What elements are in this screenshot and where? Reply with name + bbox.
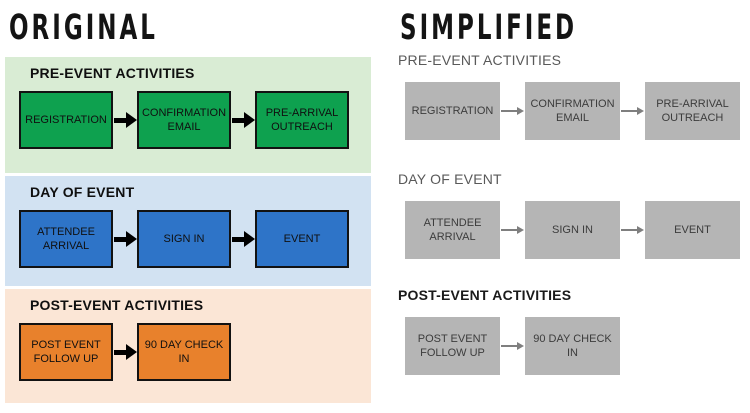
simplified-column: SIMPLIFIED PRE-EVENT ACTIVITIES REGISTRA… [390, 0, 742, 375]
arrow-right-icon [620, 201, 645, 259]
flow-node-registration: REGISTRATION [405, 82, 500, 140]
arrow-head [517, 342, 524, 350]
original-day-of-event-row: ATTENDEE ARRIVAL SIGN IN EVENT [19, 210, 371, 268]
arrow-shaft [113, 117, 126, 123]
arrow-right-icon [113, 91, 137, 149]
flow-node-90-day-check-in: 90 DAY CHECK IN [137, 323, 231, 381]
arrow-right-icon [500, 201, 525, 259]
arrow-head [243, 112, 255, 128]
arrow-right-icon [113, 323, 137, 381]
arrow-head [637, 226, 644, 234]
flow-node-sign-in: SIGN IN [525, 201, 620, 259]
original-pre-event-header: PRE-EVENT ACTIVITIES [30, 65, 195, 81]
flow-node-post-event-follow-up: POST EVENT FOLLOW UP [405, 317, 500, 375]
arrow-head [125, 231, 137, 247]
flow-node-sign-in: SIGN IN [137, 210, 231, 268]
arrow-right-icon [113, 210, 137, 268]
flow-node-confirmation-email: CONFIRMATION EMAIL [137, 91, 231, 149]
arrow-right-icon [620, 82, 645, 140]
flow-node-pre-arrival-outreach: PRE-ARRIVAL OUTREACH [255, 91, 349, 149]
flow-node-confirmation-email: CONFIRMATION EMAIL [525, 82, 620, 140]
arrow-head [125, 344, 137, 360]
flow-node-90-day-check-in: 90 DAY CHECK IN [525, 317, 620, 375]
arrow-head [517, 107, 524, 115]
original-section-post-event: POST-EVENT ACTIVITIES POST EVENT FOLLOW … [5, 289, 371, 403]
arrow-right-icon [500, 82, 525, 140]
original-pre-event-row: REGISTRATION CONFIRMATION EMAIL PRE-ARRI… [19, 91, 371, 149]
arrow-head [125, 112, 137, 128]
arrow-shaft [501, 110, 517, 112]
original-post-event-header: POST-EVENT ACTIVITIES [30, 297, 204, 313]
original-column: ORIGINAL PRE-EVENT ACTIVITIES REGISTRATI… [5, 0, 371, 403]
arrow-shaft [113, 236, 126, 242]
simplified-pre-event-header: PRE-EVENT ACTIVITIES [398, 52, 562, 68]
flow-node-post-event-follow-up: POST EVENT FOLLOW UP [19, 323, 113, 381]
original-post-event-row: POST EVENT FOLLOW UP 90 DAY CHECK IN [19, 323, 371, 381]
arrow-shaft [621, 110, 637, 112]
arrow-shaft [231, 117, 244, 123]
arrow-head [517, 226, 524, 234]
flow-node-pre-arrival-outreach: PRE-ARRIVAL OUTREACH [645, 82, 740, 140]
arrow-right-icon [231, 210, 255, 268]
arrow-head [243, 231, 255, 247]
flow-node-event: EVENT [645, 201, 740, 259]
flow-node-attendee-arrival: ATTENDEE ARRIVAL [405, 201, 500, 259]
arrow-shaft [501, 229, 517, 231]
simplified-day-of-event-header: DAY OF EVENT [398, 171, 502, 187]
arrow-shaft [113, 349, 126, 355]
flow-node-attendee-arrival: ATTENDEE ARRIVAL [19, 210, 113, 268]
original-title: ORIGINAL [9, 9, 158, 48]
original-section-day-of-event: DAY OF EVENT ATTENDEE ARRIVAL SIGN IN EV… [5, 176, 371, 286]
simplified-pre-event-row: REGISTRATION CONFIRMATION EMAIL PRE-ARRI… [405, 82, 742, 140]
flow-node-registration: REGISTRATION [19, 91, 113, 149]
arrow-head [637, 107, 644, 115]
flow-node-event: EVENT [255, 210, 349, 268]
arrow-shaft [501, 345, 517, 347]
simplified-day-of-event-row: ATTENDEE ARRIVAL SIGN IN EVENT [405, 201, 742, 259]
arrow-shaft [621, 229, 637, 231]
arrow-right-icon [500, 317, 525, 375]
original-section-pre-event: PRE-EVENT ACTIVITIES REGISTRATION CONFIR… [5, 57, 371, 173]
simplified-post-event-header: POST-EVENT ACTIVITIES [398, 287, 572, 303]
simplified-post-event-row: POST EVENT FOLLOW UP 90 DAY CHECK IN [405, 317, 742, 375]
arrow-right-icon [231, 91, 255, 149]
simplified-title: SIMPLIFIED [400, 9, 578, 48]
arrow-shaft [231, 236, 244, 242]
original-day-of-event-header: DAY OF EVENT [30, 184, 135, 200]
